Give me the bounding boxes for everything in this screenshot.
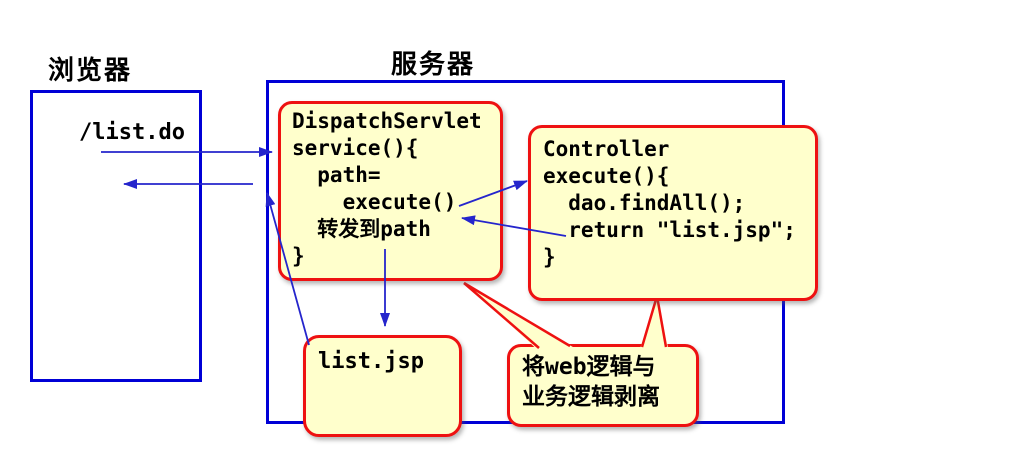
code-line: DispatchServlet (292, 109, 482, 133)
dispatch-servlet-box: DispatchServlet service(){ path= execute… (278, 101, 503, 281)
callout-note: 将web逻辑与 业务逻辑剥离 (507, 344, 699, 427)
code-line: service(){ (292, 136, 419, 160)
callout-line: 将web逻辑与 (522, 354, 656, 380)
code-line: execute(){ (543, 164, 670, 188)
code-line: } (543, 245, 556, 269)
code-line: dao.findAll(); (543, 191, 746, 215)
jsp-label: list.jsp (318, 349, 424, 374)
browser-label: 浏览器 (48, 56, 133, 86)
code-line: execute() (292, 190, 457, 214)
jsp-box: list.jsp (303, 335, 462, 437)
server-label: 服务器 (391, 50, 476, 80)
controller-box: Controller execute(){ dao.findAll(); ret… (528, 125, 818, 301)
callout-line: 业务逻辑剥离 (522, 384, 660, 410)
code-line: return "list.jsp"; (543, 218, 796, 242)
code-line: Controller (543, 137, 670, 161)
code-line: path= (292, 163, 381, 187)
code-line: 转发到path (292, 217, 431, 241)
request-path-text: /list.do (79, 120, 185, 145)
code-line: } (292, 244, 305, 268)
browser-box (30, 90, 202, 382)
